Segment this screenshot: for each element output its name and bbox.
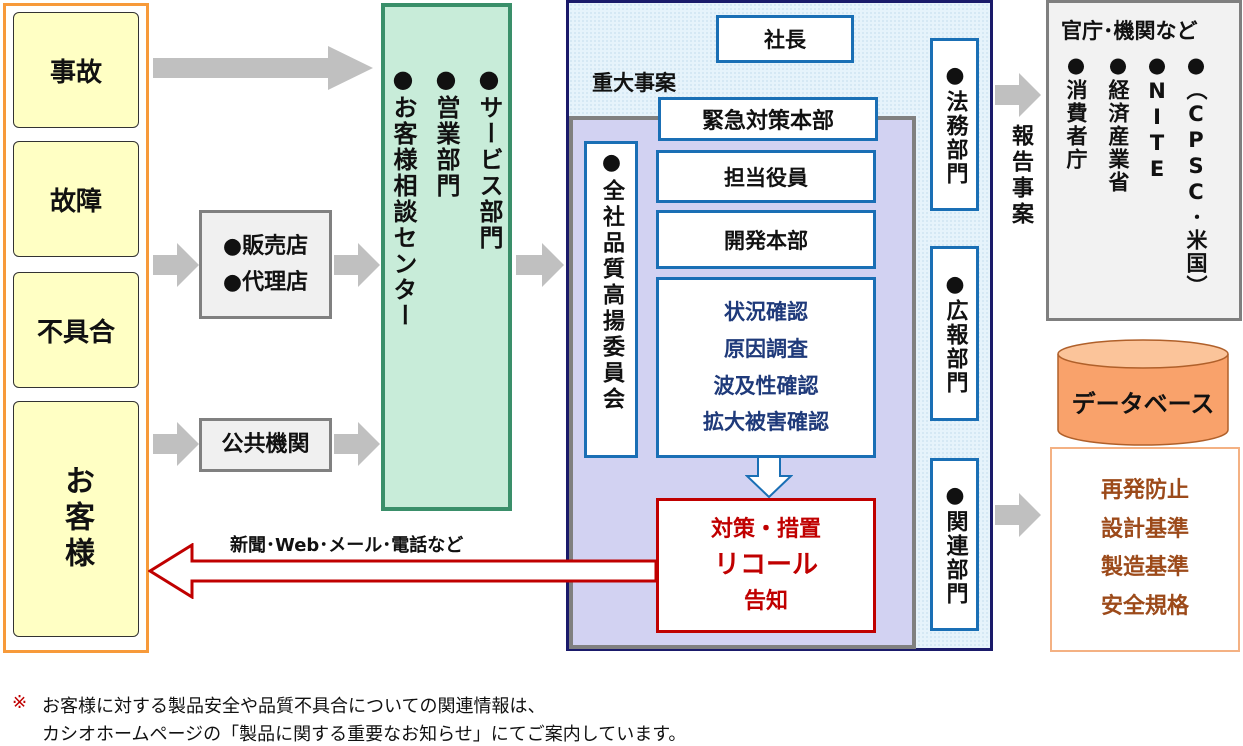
agent-label: ●代理店 — [222, 269, 309, 295]
notify-label: 新聞･Web･メール･電話など — [230, 535, 464, 556]
footnote-line-1: お客様に対する製品安全や品質不具合についての関連情報は、 — [42, 696, 546, 717]
president-box: 社長 — [716, 15, 854, 63]
db-item-manufacture: 製造基準 — [1100, 555, 1189, 580]
check-damage: 拡大被害確認 — [703, 410, 829, 435]
database-label: データベース — [1071, 390, 1215, 418]
agency-meti: ●経済産業省 — [1106, 53, 1130, 194]
pr-dept-label: ●広報部門 — [942, 272, 968, 395]
db-item-design: 設計基準 — [1100, 516, 1189, 542]
emergency-hq-box: 緊急対策本部 — [658, 97, 878, 141]
officer-box: 担当役員 — [656, 150, 876, 203]
serious-case-label: 重大事案 — [592, 71, 676, 95]
arrow-report — [995, 73, 1041, 117]
check-spread: 波及性確認 — [713, 373, 819, 398]
agency-cpsc: ●（CPSC･米国） — [1184, 53, 1208, 298]
committee-label: ●全社品質高揚委員会 — [599, 150, 624, 413]
db-item-safety: 安全規格 — [1100, 593, 1189, 619]
measures-box: 対策・措置 リコール 告知 — [656, 498, 876, 633]
arrow-to-public — [153, 422, 199, 466]
committee-box: ●全社品質高揚委員会 — [584, 141, 638, 458]
check-cause: 原因調査 — [724, 336, 808, 361]
source-failure: 故障 — [13, 141, 139, 257]
arrow-public-to-reception — [334, 422, 380, 466]
agencies-title: 官庁･機関など — [1061, 19, 1198, 43]
source-customer: お客様 — [13, 401, 139, 637]
notice-label: 告知 — [743, 589, 788, 614]
recall-label: リコール — [713, 550, 818, 580]
legal-dept-label: ●法務部門 — [942, 63, 968, 186]
reception-customer-center: ●お客様相談センター — [389, 65, 417, 329]
agencies-box: 官庁･機関など ●消費者庁 ●経済産業省 ●NITE ●（CPSC･米国） — [1046, 0, 1242, 321]
pr-dept-box: ●広報部門 — [930, 246, 979, 421]
agencies-list: ●消費者庁 ●経済産業省 ●NITE ●（CPSC･米国） — [1061, 53, 1231, 298]
legal-dept-box: ●法務部門 — [930, 38, 979, 211]
reception-service: ●サービス部門 — [475, 65, 503, 251]
database-items-box: 再発防止 設計基準 製造基準 安全規格 — [1050, 447, 1240, 652]
reception-sales: ●営業部門 — [432, 65, 460, 199]
db-item-prevent: 再発防止 — [1100, 478, 1189, 503]
database-icon — [1057, 339, 1229, 446]
arrow-accident-to-reception — [153, 46, 373, 90]
public-agency-box: 公共機関 — [199, 418, 332, 472]
footnote-line-2: カシオホームページの「製品に関する重要なお知らせ」にてご案内しています。 — [42, 724, 687, 745]
agency-consumer: ●消費者庁 — [1064, 53, 1088, 171]
arrow-to-dealers — [153, 243, 199, 287]
arrow-dealers-to-reception — [334, 243, 380, 287]
dealer-label: ●販売店 — [222, 234, 309, 260]
source-defect: 不具合 — [13, 272, 139, 388]
check-status: 状況確認 — [724, 300, 808, 324]
related-dept-label: ●関連部門 — [942, 483, 968, 606]
sources-group — [3, 3, 149, 653]
notify-arrow — [148, 543, 658, 599]
source-accident: 事故 — [13, 12, 139, 128]
agency-nite: ●NITE — [1145, 53, 1169, 183]
source-customer-label: お客様 — [59, 465, 94, 573]
arrow-to-database — [995, 493, 1041, 537]
arrow-reception-to-company — [516, 243, 564, 287]
measures-label: 対策・措置 — [710, 517, 821, 542]
reception-box: ●サービス部門 ●営業部門 ●お客様相談センター — [381, 3, 512, 511]
dev-hq-box: 開発本部 — [656, 210, 876, 269]
related-dept-box: ●関連部門 — [930, 458, 979, 631]
checks-box: 状況確認 原因調査 波及性確認 拡大被害確認 — [656, 277, 876, 458]
footnote-mark: ※ — [12, 692, 28, 713]
dealers-box: ●販売店 ●代理店 — [199, 210, 332, 319]
report-label: 報告事案 — [1008, 124, 1033, 228]
down-arrow — [745, 456, 793, 498]
